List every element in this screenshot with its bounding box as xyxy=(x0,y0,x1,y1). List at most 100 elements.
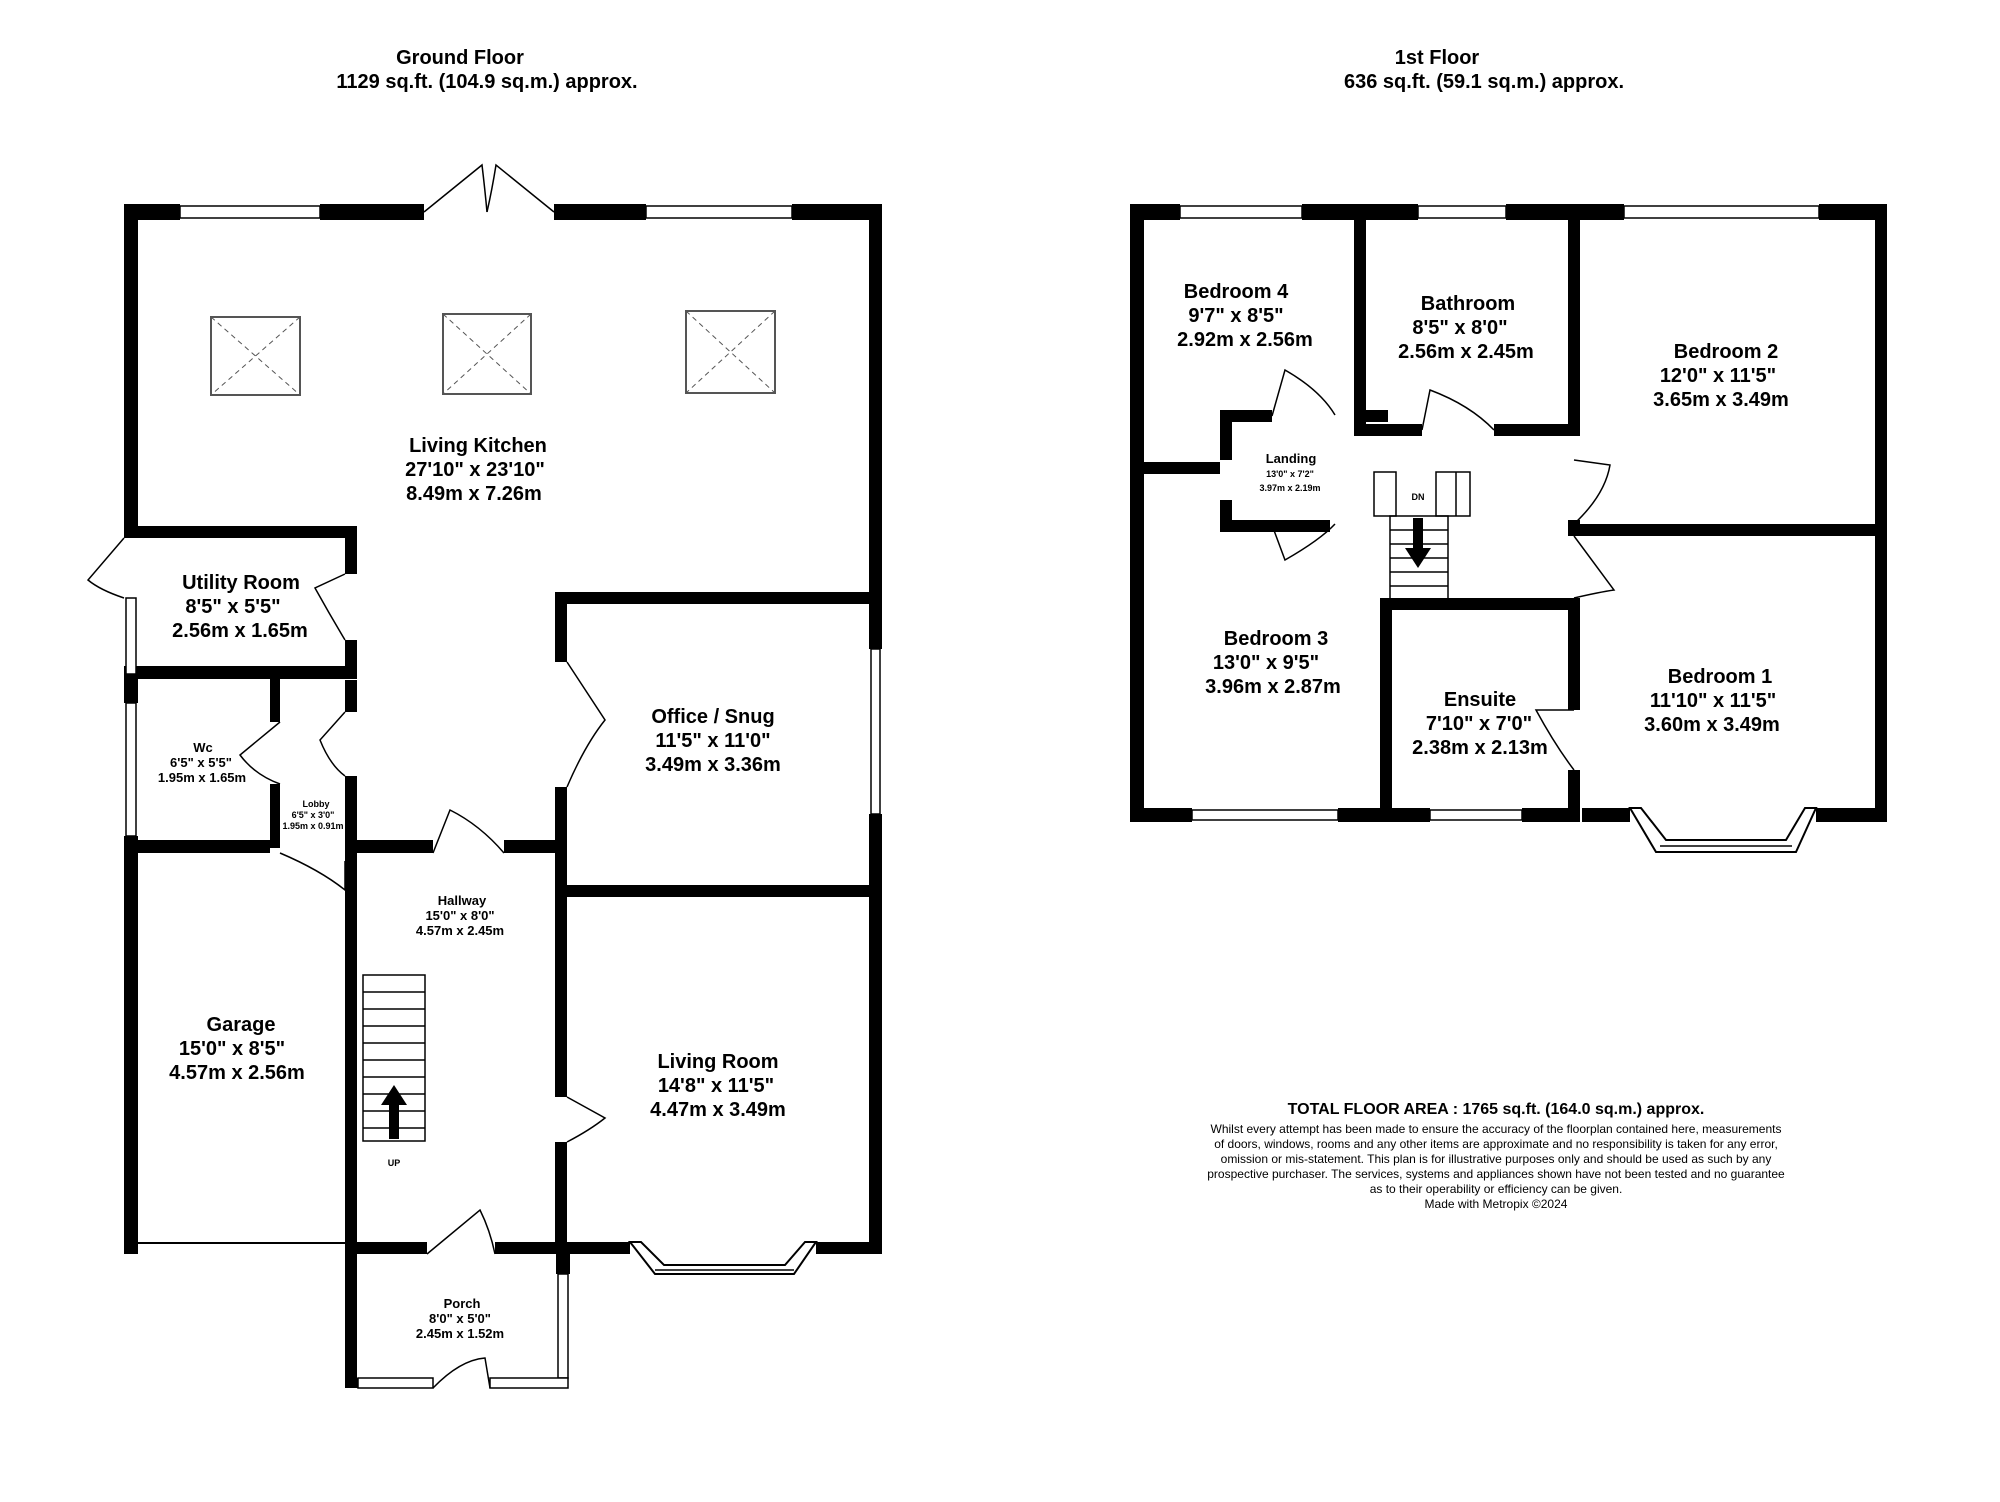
room-imperial: 6'5" x 5'5" xyxy=(170,755,232,770)
first-floor-plan: DN Bedroom 4 9'7" x 8'5" 2.92m x 2.56m B… xyxy=(1130,204,1887,853)
room-imperial: 12'0" x 11'5" xyxy=(1660,365,1776,387)
ground-floor-walls xyxy=(124,204,882,1388)
door xyxy=(1534,709,1575,771)
room-metric: 2.38m x 2.13m xyxy=(1412,737,1548,759)
disclaimer-line: prospective purchaser. The services, sys… xyxy=(1207,1167,1785,1181)
window xyxy=(870,648,881,815)
room-metric: 3.97m x 2.19m xyxy=(1259,483,1320,493)
window xyxy=(125,597,137,675)
first-floor-doors xyxy=(1271,368,1616,771)
room-bedroom-3: Bedroom 3 13'0" x 9'5" 3.96m x 2.87m xyxy=(1205,628,1341,698)
ground-floor-heading: Ground Floor 1129 sq.ft. (104.9 sq.m.) a… xyxy=(336,47,637,93)
floor-area-footer: TOTAL FLOOR AREA : 1765 sq.ft. (164.0 sq… xyxy=(1207,1101,1785,1211)
door xyxy=(313,573,346,641)
room-office-snug: Office / Snug 11'5" x 11'0" 3.49m x 3.36… xyxy=(645,706,781,776)
credit-line: Made with Metropix ©2024 xyxy=(1425,1197,1568,1211)
room-imperial: 13'0" x 9'5" xyxy=(1213,652,1319,674)
room-name: Bedroom 4 xyxy=(1184,281,1289,303)
french-doors xyxy=(486,163,555,213)
room-name: Utility Room xyxy=(182,572,300,594)
rooflight xyxy=(685,310,776,394)
room-imperial: 15'0" x 8'0" xyxy=(425,908,494,923)
room-name: Wc xyxy=(193,740,213,755)
ground-floor-title: Ground Floor xyxy=(396,47,524,69)
room-metric: 3.60m x 3.49m xyxy=(1644,714,1780,736)
window xyxy=(357,1377,434,1389)
ground-floor-windows xyxy=(125,205,881,1389)
room-metric: 2.56m x 1.65m xyxy=(172,620,308,642)
french-doors xyxy=(423,163,488,213)
door xyxy=(566,661,606,788)
room-metric: 2.56m x 2.45m xyxy=(1398,341,1534,363)
door xyxy=(432,1357,491,1389)
room-bedroom-1: Bedroom 1 11'10" x 11'5" 3.60m x 3.49m xyxy=(1644,666,1780,736)
room-imperial: 27'10" x 23'10" xyxy=(405,459,545,481)
window xyxy=(125,702,137,837)
window xyxy=(489,1377,569,1389)
bay-window xyxy=(1628,807,1818,853)
rooflight xyxy=(442,313,532,395)
room-name: Bedroom 1 xyxy=(1668,666,1772,688)
room-name: Bedroom 2 xyxy=(1674,341,1778,363)
room-bathroom: Bathroom 8'5" x 8'0" 2.56m x 2.45m xyxy=(1398,293,1534,363)
room-name: Lobby xyxy=(303,799,330,809)
door xyxy=(1271,523,1336,562)
room-name: Porch xyxy=(444,1296,481,1311)
room-metric: 3.49m x 3.36m xyxy=(645,754,781,776)
room-name: Landing xyxy=(1266,451,1317,466)
room-metric: 4.57m x 2.56m xyxy=(169,1062,305,1084)
room-name: Ensuite xyxy=(1444,689,1516,711)
room-name: Bathroom xyxy=(1421,293,1515,315)
ground-floor-plan: UP Living Kitchen 27'10" x 23'10" 8.49m … xyxy=(86,163,882,1389)
stairs-up-arrow xyxy=(381,1085,407,1139)
ground-floor-doors xyxy=(86,163,607,1389)
total-floor-area: TOTAL FLOOR AREA : 1765 sq.ft. (164.0 sq… xyxy=(1288,1101,1705,1118)
room-imperial: 8'0" x 5'0" xyxy=(429,1311,491,1326)
room-imperial: 9'7" x 8'5" xyxy=(1188,305,1283,327)
room-imperial: 7'10" x 7'0" xyxy=(1426,713,1532,735)
room-name: Garage xyxy=(207,1014,276,1036)
room-garage: Garage 15'0" x 8'5" 4.57m x 2.56m xyxy=(169,1014,305,1084)
room-name: Living Kitchen xyxy=(409,435,547,457)
door xyxy=(238,721,281,785)
room-ensuite: Ensuite 7'10" x 7'0" 2.38m x 2.13m xyxy=(1412,689,1548,759)
window xyxy=(1429,809,1523,821)
first-floor-heading: 1st Floor 636 sq.ft. (59.1 sq.m.) approx… xyxy=(1344,47,1624,93)
room-bedroom-4: Bedroom 4 9'7" x 8'5" 2.92m x 2.56m xyxy=(1177,281,1313,351)
door xyxy=(1573,535,1616,599)
room-metric: 1.95m x 0.91m xyxy=(282,821,343,831)
room-imperial: 13'0" x 7'2" xyxy=(1266,469,1314,479)
first-floor-walls xyxy=(1130,204,1887,822)
door xyxy=(1271,368,1336,417)
stairs-up-label: UP xyxy=(388,1158,401,1168)
room-name: Hallway xyxy=(438,893,487,908)
stairs-down-arrow xyxy=(1405,518,1431,568)
room-metric: 2.92m x 2.56m xyxy=(1177,329,1313,351)
window xyxy=(645,205,793,219)
room-name: Office / Snug xyxy=(651,706,774,728)
room-imperial: 8'5" x 5'5" xyxy=(185,596,280,618)
first-floor-area: 636 sq.ft. (59.1 sq.m.) approx. xyxy=(1344,71,1624,93)
room-landing: Landing 13'0" x 7'2" 3.97m x 2.19m xyxy=(1259,451,1320,493)
window xyxy=(557,1273,569,1379)
room-imperial: 14'8" x 11'5" xyxy=(658,1075,774,1097)
room-living-room: Living Room 14'8" x 11'5" 4.47m x 3.49m xyxy=(650,1051,786,1121)
window xyxy=(179,205,321,219)
room-living-kitchen: Living Kitchen 27'10" x 23'10" 8.49m x 7… xyxy=(405,435,547,505)
first-floor-windows xyxy=(1179,205,1820,821)
room-imperial: 15'0" x 8'5" xyxy=(179,1038,285,1060)
room-hallway: Hallway 15'0" x 8'0" 4.57m x 2.45m xyxy=(416,893,504,938)
window xyxy=(1191,809,1339,821)
room-imperial: 6'5" x 3'0" xyxy=(292,810,335,820)
first-floor-stairs: DN xyxy=(1373,471,1471,601)
room-metric: 4.57m x 2.45m xyxy=(416,923,504,938)
stairs-down-label: DN xyxy=(1412,492,1425,502)
door xyxy=(432,808,505,854)
room-name: Bedroom 3 xyxy=(1224,628,1328,650)
window xyxy=(1417,205,1507,219)
room-metric: 1.95m x 1.65m xyxy=(158,770,246,785)
room-name: Living Room xyxy=(657,1051,778,1073)
room-bedroom-2: Bedroom 2 12'0" x 11'5" 3.65m x 3.49m xyxy=(1653,341,1789,411)
